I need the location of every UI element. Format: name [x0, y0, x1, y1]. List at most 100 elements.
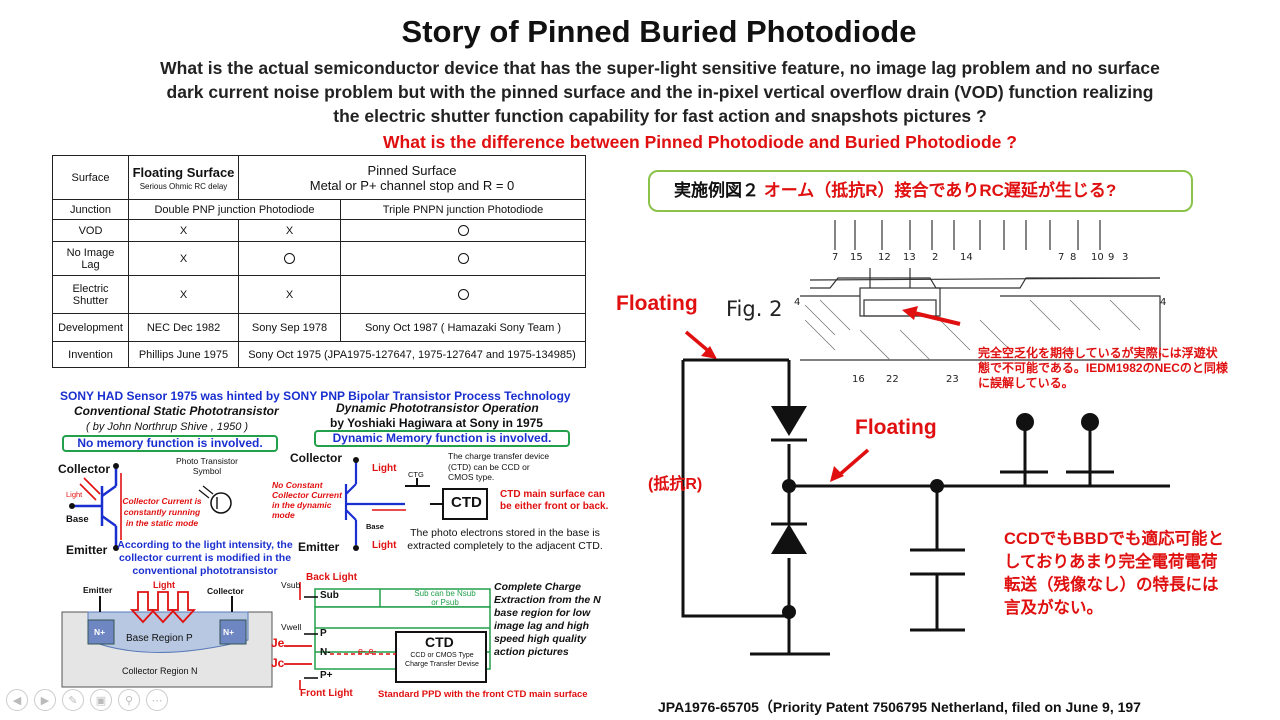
prev-icon[interactable]: ◀ [6, 689, 28, 711]
base-label-2: Base [366, 522, 384, 531]
patent-reference: JPA1976-65705（Priority Patent 7506795 Ne… [658, 699, 1141, 715]
table-cell: Invention [52, 341, 129, 368]
ctd-device-note: The charge transfer device (CTD) can be … [448, 451, 550, 482]
collector-region-label: Collector Region N [122, 666, 198, 676]
page-title: Story of Pinned Buried Photodiode [401, 14, 917, 49]
ctd-main-note: CTD main surface can be either front or … [500, 489, 609, 512]
floating-label-2: Floating [855, 416, 937, 439]
emitter-label-3: Emitter [298, 540, 340, 554]
pen-icon[interactable]: ✎ [62, 689, 84, 711]
back-light-label: Back Light [306, 572, 358, 583]
svg-text:4: 4 [794, 297, 800, 308]
no-constant-note: No Constant Collector Current in the dyn… [272, 480, 342, 520]
svg-text:9: 9 [1108, 252, 1114, 263]
jc-label: Jc [271, 656, 285, 670]
table-cell: Phillips June 1975 [128, 341, 239, 368]
svg-text:16: 16 [852, 374, 865, 385]
front-light-label: Front Light [300, 688, 353, 699]
phototransistor-illustrations [61, 457, 491, 690]
table-cell [340, 241, 586, 276]
light-label-3: Light [372, 463, 397, 474]
table-cell: Double PNP junction Photodiode [128, 199, 341, 220]
table-cell: X [128, 275, 239, 314]
svg-text:12: 12 [878, 252, 891, 263]
collector-current-note: Collector Current is constantly running … [122, 496, 202, 528]
vwell-label: Vwell [281, 622, 302, 632]
embodiment-caption: 実施例図２ オーム（抵抗R）接合でありRC遅延が生じる? [648, 170, 1193, 212]
emitter-label-2: Emitter [83, 585, 113, 595]
ctd-label-1: CTD [451, 494, 482, 511]
n-minus-label: N- [320, 647, 331, 658]
collector-label-2: Collector [207, 586, 244, 596]
circle-mark [457, 253, 469, 265]
svg-text:15: 15 [850, 252, 863, 263]
emitter-label-1: Emitter [66, 543, 108, 557]
svg-text:2: 2 [932, 252, 938, 263]
svg-text:13: 13 [903, 252, 916, 263]
dyn-memory-box: Dynamic Memory function is involved. [314, 430, 570, 447]
electrons-label: e- e- [358, 646, 377, 656]
next-icon[interactable]: ▶ [34, 689, 56, 711]
pplus-label: P+ [320, 670, 333, 681]
collector-label-1: Collector [58, 462, 111, 476]
svg-text:22: 22 [886, 374, 899, 385]
fig-2-label: Fig. 2 [726, 297, 783, 321]
zoom-icon[interactable]: ⚲ [118, 689, 140, 711]
base-label-1: Base [66, 514, 89, 525]
conv-title: Conventional Static Phototransistor [74, 404, 279, 418]
resistance-label: (抵抗R) [648, 476, 703, 493]
slideshow-nav: ◀ ▶ ✎ ▣ ⚲ ⋯ [6, 689, 168, 711]
circle-mark [457, 289, 469, 301]
je-label: Je [271, 636, 285, 650]
svg-text:4: 4 [1160, 297, 1166, 308]
base-region-label: Base Region P [126, 633, 193, 644]
slides-icon[interactable]: ▣ [90, 689, 112, 711]
circle-mark [457, 225, 469, 237]
light-label-4: Light [372, 540, 397, 551]
more-icon[interactable]: ⋯ [146, 689, 168, 711]
photo-electrons-note: The photo electrons stored in the base i… [407, 527, 603, 552]
dyn-author: by Yoshiaki Hagiwara at Sony in 1975 [330, 416, 543, 430]
svg-text:14: 14 [960, 252, 973, 263]
light-label-1: Light [66, 490, 83, 499]
sub-label: Sub [320, 590, 339, 601]
dyn-title: Dynamic Phototransistor Operation [336, 401, 539, 415]
conv-author: ( by John Northrup Shive , 1950 ) [86, 421, 249, 433]
collector-label-3: Collector [290, 451, 343, 465]
ccd-bbd-note: CCDでもBBDでも適応可能としておりあまり完全電荷電荷転送（残像なし）の特長に… [1004, 530, 1224, 617]
svg-text:3: 3 [1122, 252, 1128, 263]
nplus-left: N+ [94, 627, 106, 637]
pt-symbol-label: Photo Transistor Symbol [176, 456, 238, 476]
nplus-right: N+ [223, 627, 235, 637]
complete-charge-note: Complete Charge Extraction from the N ba… [494, 581, 601, 658]
sony-had-title: SONY HAD Sensor 1975 was hinted by SONY … [60, 389, 571, 403]
main-question: What is the actual semiconductor device … [160, 58, 1160, 126]
floating-label-1: Floating [616, 292, 698, 315]
according-note: According to the light intensity, the co… [117, 539, 293, 577]
table-cell: Sony Oct 1975 (JPA1975-127647, 1975-1276… [238, 341, 586, 368]
no-memory-box: No memory function is involved. [62, 435, 278, 452]
ctg-label: CTG [408, 470, 424, 479]
svg-text:23: 23 [946, 374, 959, 385]
sub-nsub-note: Sub can be Nsub or Psub [414, 589, 476, 607]
depletion-note: 完全空乏化を期待しているが実際には浮遊状態で不可能である。IEDM1982のNE… [978, 346, 1228, 390]
svg-text:7: 7 [832, 252, 838, 263]
circle-mark [284, 253, 295, 265]
light-label-2: Light [153, 580, 175, 590]
p-label: P [320, 628, 327, 639]
standard-ppd-note: Standard PPD with the front CTD main sur… [378, 689, 588, 700]
vsub-label: Vsub [281, 580, 301, 590]
svg-text:10: 10 [1091, 252, 1104, 263]
table-cell: Triple PNPN junction Photodiode [340, 199, 586, 220]
ctd-label-2: CTD [425, 634, 454, 650]
svg-text:7: 7 [1058, 252, 1064, 263]
table-cell: X [128, 241, 239, 276]
table-cell [340, 275, 586, 314]
table-cell: Sony Sep 1978 [238, 313, 341, 342]
svg-text:8: 8 [1070, 252, 1076, 263]
difference-question: What is the difference between Pinned Ph… [383, 132, 1017, 152]
table-cell: Sony Oct 1987 ( Hamazaki Sony Team ) [340, 313, 586, 342]
ctd-types-note: CCD or CMOS Type Charge Transfer Devise [405, 652, 479, 668]
comparison-table: Surface Floating Surface Serious Ohmic R… [52, 155, 586, 368]
